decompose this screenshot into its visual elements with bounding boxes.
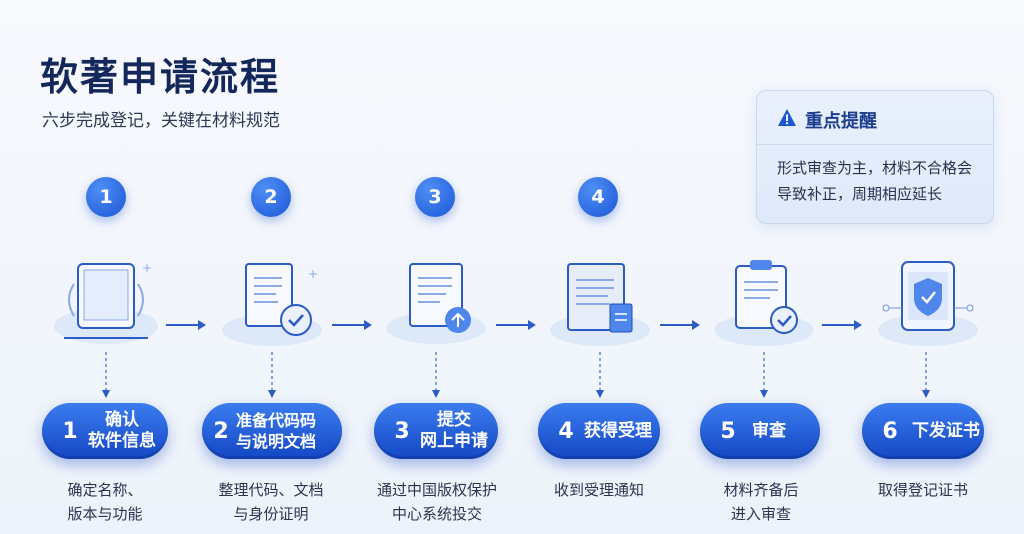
step-pill-5: 5 审查 bbox=[700, 403, 820, 459]
step-description: 材料齐备后 进入审查 bbox=[723, 481, 799, 523]
step-pill-label: 准备代码码 与说明文档 bbox=[236, 411, 317, 451]
step-description: 通过中国版权保护 中心系统投交 bbox=[376, 481, 497, 523]
step-number-circle: 1 bbox=[86, 177, 126, 217]
certificate-shield-icon bbox=[878, 261, 978, 346]
document-upload-icon bbox=[386, 263, 486, 344]
document-check-icon: + bbox=[222, 263, 322, 346]
step-number-circle: 3 bbox=[415, 177, 455, 217]
step-description: 确定名称、 版本与功能 bbox=[67, 481, 143, 523]
step-pill-3: 3 提交 网上申请 bbox=[374, 403, 498, 459]
step-description: 取得登记证书 bbox=[877, 481, 968, 499]
tip-header: 重点提醒 bbox=[757, 91, 993, 145]
step-pill-6: 6 下发证书 bbox=[862, 403, 984, 459]
clipboard-check-icon bbox=[714, 260, 814, 346]
svg-text:+: + bbox=[142, 261, 152, 275]
step-pill-2: 2 准备代码码 与说明文档 bbox=[202, 403, 342, 459]
step-pill-label: 获得受理 bbox=[584, 420, 652, 441]
page-subtitle: 六步完成登记，关键在材料规范 bbox=[42, 111, 280, 131]
step-pill-label: 审查 bbox=[752, 420, 786, 441]
step-pill-label: 确认 软件信息 bbox=[88, 410, 156, 451]
tip-panel: 重点提醒 形式审查为主，材料不合格会导致补正，周期相应延长 bbox=[756, 90, 994, 224]
tip-title: 重点提醒 bbox=[805, 111, 877, 132]
step-number-circle: 2 bbox=[251, 177, 291, 217]
step-pill-label: 下发证书 bbox=[912, 420, 980, 441]
arrow-right-icon bbox=[166, 320, 206, 330]
arrow-down-icon bbox=[268, 352, 276, 398]
arrow-right-icon bbox=[496, 320, 536, 330]
arrow-down-icon bbox=[102, 352, 110, 398]
arrow-down-icon bbox=[760, 352, 768, 398]
arrow-down-icon bbox=[432, 352, 440, 398]
tablet-document-icon: + bbox=[54, 261, 158, 344]
step-pill-number: 2 bbox=[213, 418, 229, 444]
step-description: 整理代码、文档 与身份证明 bbox=[218, 481, 324, 523]
arrow-down-icon bbox=[922, 352, 930, 398]
step-pill-number: 6 bbox=[882, 418, 898, 444]
step-pill-number: 5 bbox=[720, 418, 736, 444]
arrow-right-icon bbox=[822, 320, 862, 330]
step-pill-1: 1 确认 软件信息 bbox=[42, 403, 168, 459]
svg-text:+: + bbox=[308, 267, 318, 281]
arrow-right-icon bbox=[660, 320, 700, 330]
folder-document-icon bbox=[550, 263, 650, 346]
step-description: 收到受理通知 bbox=[553, 481, 644, 499]
tip-text: 形式审查为主，材料不合格会导致补正，周期相应延长 bbox=[777, 159, 973, 203]
step-pill-number: 1 bbox=[62, 418, 78, 444]
step-pill-4: 4 获得受理 bbox=[538, 403, 660, 459]
arrow-down-icon bbox=[596, 352, 604, 398]
arrow-right-icon bbox=[332, 320, 372, 330]
step-pill-number: 3 bbox=[394, 418, 410, 444]
page-title: 软著申请流程 bbox=[40, 55, 281, 99]
step-number-circle: 4 bbox=[578, 177, 618, 217]
step-pill-label: 提交 网上申请 bbox=[420, 410, 488, 451]
warning-triangle-icon bbox=[778, 109, 796, 126]
step-pill-number: 4 bbox=[558, 418, 574, 444]
